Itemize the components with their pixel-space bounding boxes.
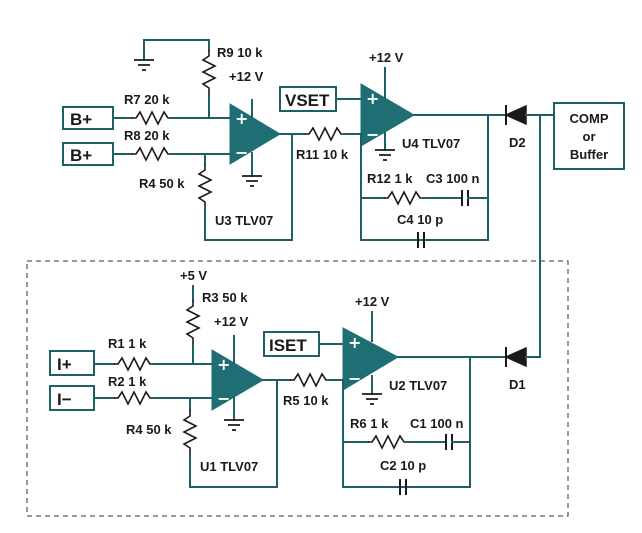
resistor-r4-bottom bbox=[182, 410, 198, 454]
label-u4: U4 TLV07 bbox=[402, 136, 460, 151]
opamp-u4-minus: − bbox=[366, 125, 379, 144]
label-r12: R12 1 k bbox=[367, 171, 413, 186]
resistor-r11 bbox=[305, 126, 345, 142]
label-c3: C3 100 n bbox=[426, 171, 480, 186]
label-r4-bottom: R4 50 k bbox=[126, 422, 172, 437]
label-d1: D1 bbox=[509, 377, 526, 392]
resistor-r7 bbox=[132, 110, 172, 126]
output-line3: Buffer bbox=[570, 147, 608, 162]
opamp-u2-plus: + bbox=[348, 333, 361, 352]
opamp-u4 bbox=[360, 83, 415, 147]
label-v5: +5 V bbox=[180, 268, 207, 283]
label-r1: R1 1 k bbox=[108, 336, 147, 351]
resistor-r4-top bbox=[197, 164, 213, 208]
input-i-plus bbox=[49, 350, 95, 376]
capacitor-c2 bbox=[399, 479, 407, 495]
output-comp-buffer bbox=[553, 102, 625, 170]
label-u2: U2 TLV07 bbox=[389, 378, 447, 393]
label-c4: C4 10 p bbox=[397, 212, 443, 227]
resistor-r6 bbox=[368, 434, 408, 450]
opamp-u3-minus: − bbox=[235, 143, 248, 162]
input-vset-label: VSET bbox=[285, 91, 330, 110]
label-v12-u3: +12 V bbox=[229, 69, 264, 84]
resistor-r5 bbox=[290, 372, 330, 388]
input-iset-label: ISET bbox=[269, 336, 307, 355]
label-r9: R9 10 k bbox=[217, 45, 263, 60]
opamp-u2 bbox=[342, 327, 400, 391]
diode-d2 bbox=[504, 104, 527, 126]
ground-symbol-u3 bbox=[242, 175, 262, 187]
label-u3: U3 TLV07 bbox=[215, 213, 273, 228]
input-b-plus-1-label: B+ bbox=[70, 110, 92, 129]
label-r8: R8 20 k bbox=[124, 128, 170, 143]
resistor-r9 bbox=[201, 50, 217, 96]
input-i-plus-label: I+ bbox=[57, 355, 72, 374]
label-c1: C1 100 n bbox=[410, 416, 464, 431]
ground-symbol-r9 bbox=[134, 39, 210, 71]
resistor-r12 bbox=[384, 190, 424, 206]
opamp-u3 bbox=[229, 103, 281, 165]
opamp-u3-plus: + bbox=[235, 109, 248, 128]
opamp-u1-plus: + bbox=[217, 355, 230, 374]
resistor-r1 bbox=[114, 356, 154, 372]
resistor-r8 bbox=[132, 146, 172, 162]
label-r5: R5 10 k bbox=[283, 393, 329, 408]
current-sense-boundary bbox=[26, 260, 569, 517]
label-u1: U1 TLV07 bbox=[200, 459, 258, 474]
resistor-r3 bbox=[185, 300, 201, 346]
label-v12-u1: +12 V bbox=[214, 314, 249, 329]
label-c2: C2 10 p bbox=[380, 458, 426, 473]
opamp-u1 bbox=[211, 349, 264, 411]
label-r3: R3 50 k bbox=[202, 290, 248, 305]
label-r4-top: R4 50 k bbox=[139, 176, 185, 191]
ground-symbol-u1 bbox=[224, 419, 244, 431]
input-i-minus-label: I− bbox=[57, 390, 72, 409]
capacitor-c4 bbox=[417, 232, 425, 248]
label-d2: D2 bbox=[509, 135, 526, 150]
diode-d1 bbox=[504, 346, 527, 368]
opamp-u1-minus: − bbox=[217, 389, 230, 408]
label-r11: R11 10 k bbox=[296, 147, 349, 162]
opamp-u2-minus: − bbox=[348, 369, 361, 388]
label-v12-u4: +12 V bbox=[369, 50, 404, 65]
opamp-u4-plus: + bbox=[366, 89, 379, 108]
label-r7: R7 20 k bbox=[124, 92, 170, 107]
label-r6: R6 1 k bbox=[350, 416, 389, 431]
output-line1: COMP bbox=[570, 111, 609, 126]
resistor-r2 bbox=[114, 390, 154, 406]
output-line2: or bbox=[583, 129, 596, 144]
ground-symbol-u4 bbox=[375, 149, 395, 161]
label-r2: R2 1 k bbox=[108, 374, 147, 389]
ground-symbol-u2 bbox=[362, 393, 382, 405]
label-v12-u2: +12 V bbox=[355, 294, 390, 309]
input-b-plus-2-label: B+ bbox=[70, 146, 92, 165]
